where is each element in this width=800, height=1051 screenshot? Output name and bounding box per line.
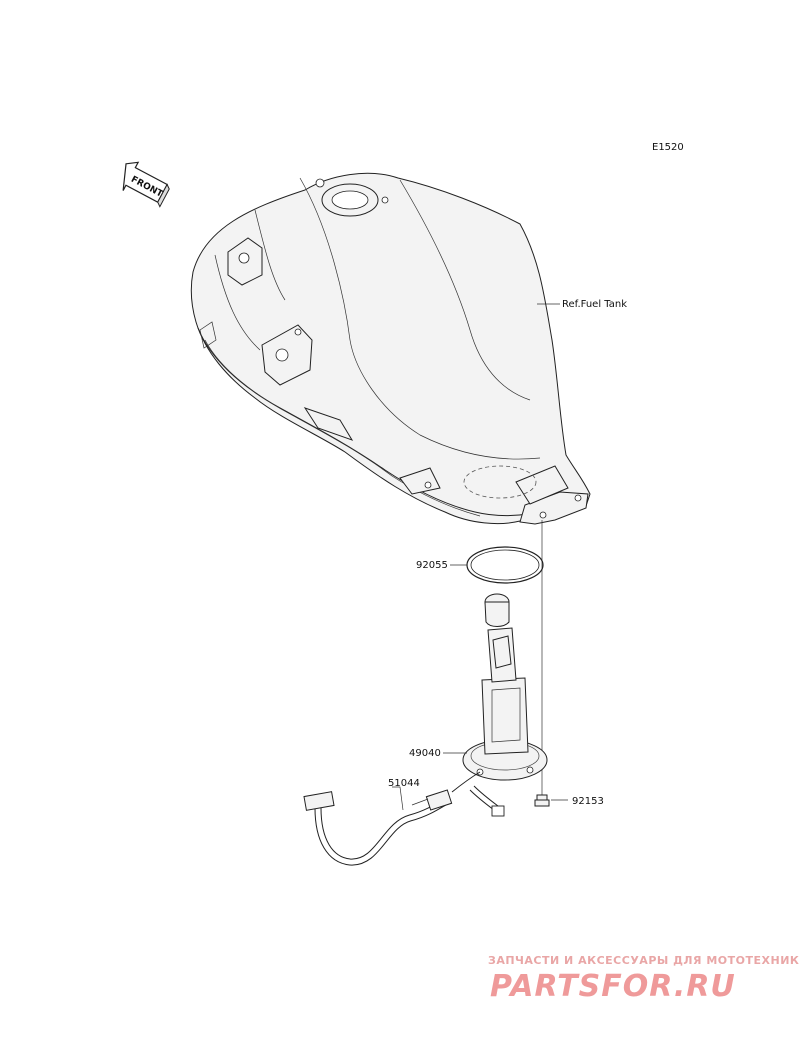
front-arrow-icon: FRONT [122, 161, 170, 208]
part-92153-bolt [534, 794, 550, 807]
part-number-92055: 92055 [416, 560, 448, 571]
part-number-92153: 92153 [572, 796, 604, 807]
part-92055-o-ring [466, 546, 544, 584]
watermark-tagline: ЗАПЧАСТИ И АКСЕССУАРЫ ДЛЯ МОТОТЕХНИКИ [488, 954, 800, 967]
ref-fuel-tank-label: Ref.Fuel Tank [562, 299, 627, 310]
diagram-code: E1520 [652, 142, 684, 153]
watermark-brand: PARTSFOR.RU [490, 969, 736, 1004]
part-number-51044: 51044 [388, 778, 420, 789]
part-51044-wire-harness [303, 789, 453, 866]
fuel-tank-illustration [190, 172, 591, 525]
part-number-49040: 49040 [409, 748, 441, 759]
part-49040-fuel-pump [451, 593, 548, 817]
